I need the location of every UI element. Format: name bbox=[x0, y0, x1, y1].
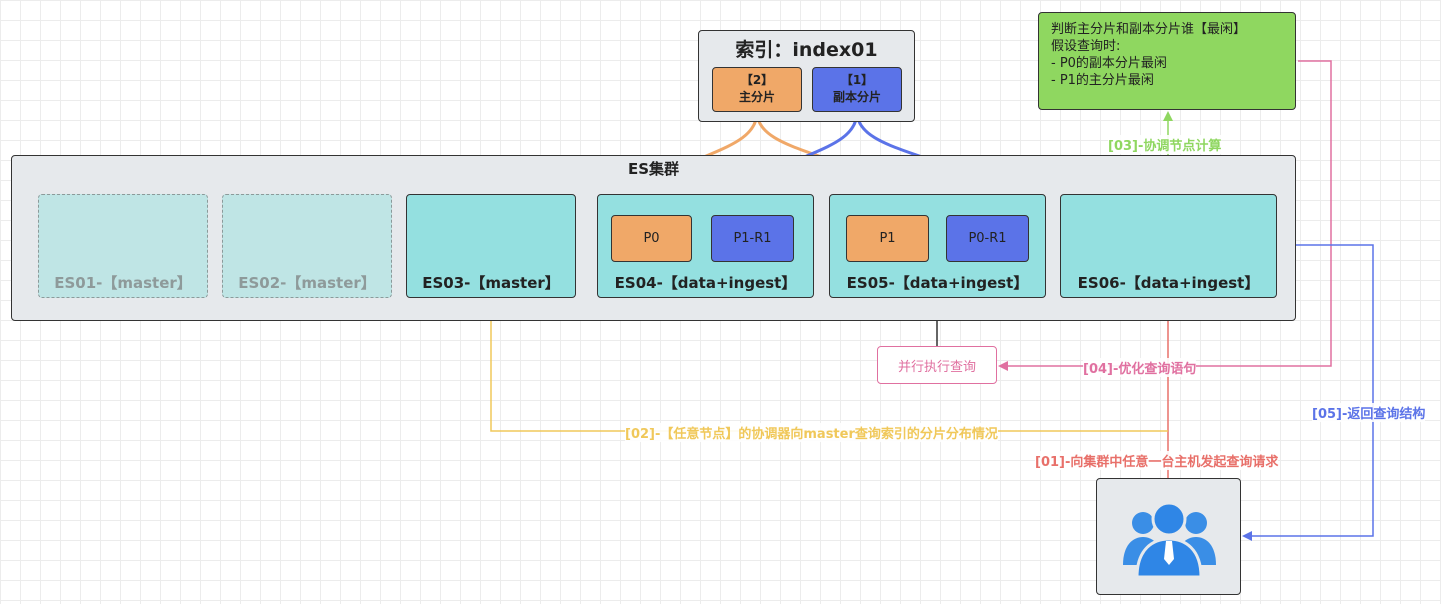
node-es01-label: ES01-【master】 bbox=[54, 274, 192, 292]
node-es06: ES06-【data+ingest】 bbox=[1060, 194, 1277, 298]
step04-label: [04]-优化查询语句 bbox=[1083, 358, 1197, 377]
user-group-icon bbox=[1123, 501, 1216, 579]
index-replica-tag: 【1】 bbox=[840, 73, 874, 87]
step03-label: [03]-协调节点计算 bbox=[1108, 135, 1222, 154]
index-replica-label: 副本分片 bbox=[832, 90, 881, 104]
node-es05-label: ES05-【data+ingest】 bbox=[846, 274, 1029, 292]
node-es01: ES01-【master】 bbox=[38, 194, 208, 298]
shard-p1-r1: P1-R1 bbox=[711, 215, 794, 262]
index-box: 索引：index01 【2】 主分片 【1】 副本分片 bbox=[698, 30, 915, 122]
note-line-4: - P1的主分片最闲 bbox=[1051, 73, 1154, 88]
node-es03-label: ES03-【master】 bbox=[422, 274, 560, 292]
step02-label: [02]-【任意节点】的协调器向master查询索引的分片分布情况 bbox=[625, 423, 998, 442]
parallel-query-box: 并行执行查询 bbox=[877, 346, 997, 384]
shard-p0: P0 bbox=[611, 215, 692, 262]
index-primary-shard: 【2】 主分片 bbox=[712, 67, 802, 112]
client-box bbox=[1096, 478, 1241, 595]
node-es06-label: ES06-【data+ingest】 bbox=[1077, 274, 1260, 292]
index-primary-label: 主分片 bbox=[738, 90, 775, 104]
index-title: 索引：index01 bbox=[735, 39, 878, 61]
node-es02-label: ES02-【master】 bbox=[238, 274, 376, 292]
index-replica-shard: 【1】 副本分片 bbox=[812, 67, 902, 112]
index-primary-tag: 【2】 bbox=[740, 73, 774, 87]
step02-edge bbox=[486, 302, 1168, 432]
node-es04: P0 P1-R1 ES04-【data+ingest】 bbox=[597, 194, 814, 298]
note-line-3: - P0的副本分片最闲 bbox=[1051, 56, 1167, 71]
coordinator-note: 判断主分片和副本分片谁【最闲】 假设查询时: - P0的副本分片最闲 - P1的… bbox=[1038, 12, 1296, 110]
node-es02: ES02-【master】 bbox=[222, 194, 392, 298]
shard-p0-r1: P0-R1 bbox=[946, 215, 1029, 262]
node-es04-label: ES04-【data+ingest】 bbox=[614, 274, 797, 292]
note-line-1: 判断主分片和副本分片谁【最闲】 bbox=[1051, 22, 1247, 37]
step05-label: [05]-返回查询结构 bbox=[1312, 403, 1426, 422]
note-line-2: 假设查询时: bbox=[1051, 39, 1121, 54]
node-es03: ES03-【master】 bbox=[406, 194, 576, 298]
node-es05: P1 P0-R1 ES05-【data+ingest】 bbox=[829, 194, 1046, 298]
shard-p1: P1 bbox=[846, 215, 929, 262]
step01-label: [01]-向集群中任意一台主机发起查询请求 bbox=[1035, 451, 1279, 470]
cluster-title: ES集群 bbox=[627, 160, 680, 178]
